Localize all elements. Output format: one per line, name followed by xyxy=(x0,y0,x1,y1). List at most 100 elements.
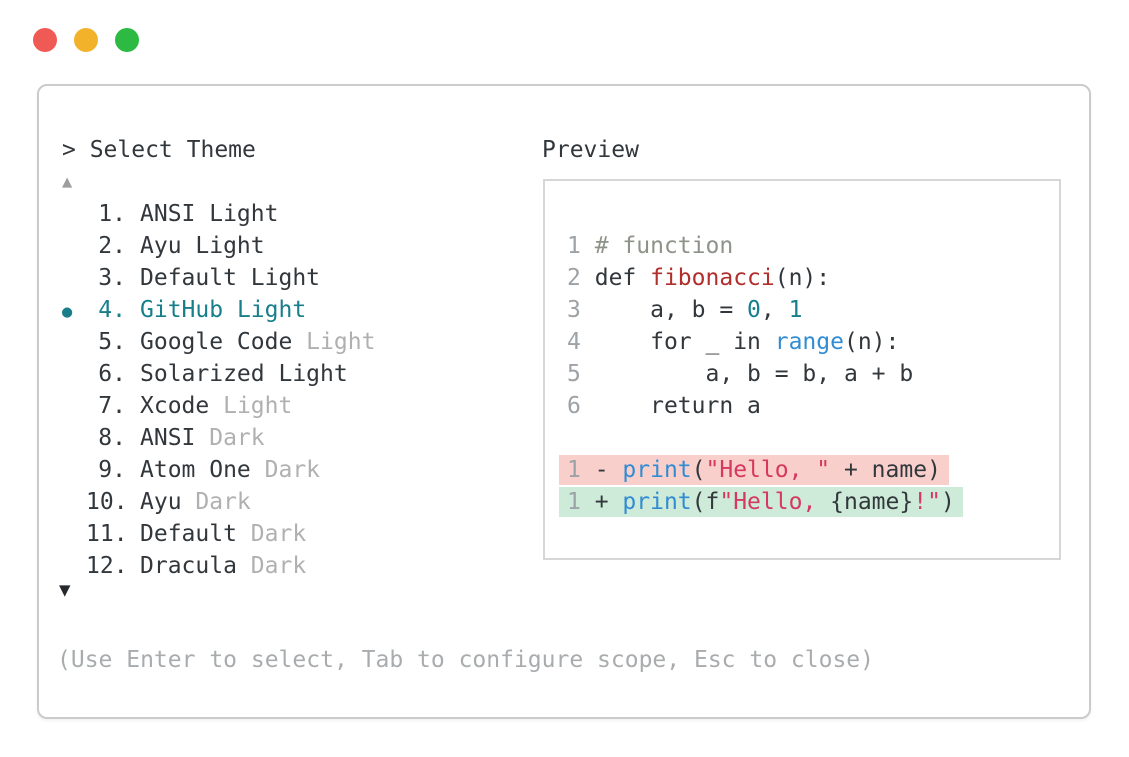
theme-variant: Dark xyxy=(236,553,307,579)
code-token: a, b = b, a + b xyxy=(594,361,914,387)
code-token: + name) xyxy=(830,457,941,483)
theme-name: Solarized xyxy=(140,361,265,387)
theme-variant: Dark xyxy=(195,425,265,451)
line-number: 4 xyxy=(567,329,581,355)
theme-list: 1. ANSI Light 2. Ayu Light 3. Default Light ●4… xyxy=(62,198,375,582)
theme-name: Default xyxy=(140,521,237,547)
footer-hint: (Use Enter to select, Tab to configure s… xyxy=(57,647,874,673)
close-button[interactable] xyxy=(33,28,57,52)
theme-name: ANSI xyxy=(140,201,196,227)
theme-variant: Light xyxy=(264,361,348,387)
code-line: 1 + print(f"Hello, {name}!") xyxy=(559,486,963,518)
theme-number: 10. xyxy=(86,489,128,515)
code-token: "Hello, xyxy=(719,489,831,515)
theme-option[interactable]: 5. Google Code Light xyxy=(62,326,375,358)
code-token: fibonacci xyxy=(650,265,775,291)
theme-name: Dracula xyxy=(140,553,237,579)
theme-number: 7. xyxy=(98,393,126,419)
code-token: print xyxy=(622,489,692,515)
code-token: a, b = xyxy=(594,297,748,323)
code-token: (f xyxy=(691,489,720,515)
line-number: 5 xyxy=(567,361,581,387)
code-token: for _ in xyxy=(594,329,775,355)
code-line xyxy=(567,422,963,454)
code-line-content: 6 return a xyxy=(567,390,761,422)
theme-name: ANSI xyxy=(140,425,196,451)
zoom-button[interactable] xyxy=(115,28,139,52)
code-line: 1 # function xyxy=(567,230,963,262)
theme-option[interactable]: 7.Xcode Light xyxy=(62,390,375,422)
code-token: ( xyxy=(691,457,706,483)
preview-title: Preview xyxy=(542,137,639,163)
scroll-up-icon[interactable]: ▲ xyxy=(62,172,73,192)
theme-option[interactable]: 12. Dracula Dark xyxy=(62,550,375,582)
code-token: range xyxy=(774,329,844,355)
code-line: 4 for _ in range(n): xyxy=(567,326,963,358)
theme-number: 2. xyxy=(98,233,126,259)
code-line: 3 a, b = 0, 1 xyxy=(567,294,963,326)
theme-number: 6. xyxy=(98,361,126,387)
code-line-content: 5 a, b = b, a + b xyxy=(567,358,913,390)
theme-name: Google Code xyxy=(140,329,293,355)
code-line-content: 4 for _ in range(n): xyxy=(567,326,899,358)
scroll-down-icon[interactable]: ▼ xyxy=(59,579,71,601)
theme-number: 8. xyxy=(98,425,126,451)
code-token: ) xyxy=(940,489,955,515)
theme-option[interactable]: 2. Ayu Light xyxy=(62,230,375,262)
code-token: , xyxy=(760,297,789,323)
theme-variant: Light xyxy=(195,201,279,227)
theme-number: 1. xyxy=(98,201,126,227)
theme-option[interactable]: 1. ANSI Light xyxy=(62,198,375,230)
theme-name: Default xyxy=(140,265,237,291)
line-number: 3 xyxy=(567,297,581,323)
theme-variant: Light xyxy=(209,393,293,419)
code-line: 2 def fibonacci(n): xyxy=(567,262,963,294)
theme-option[interactable]: 3. Default Light xyxy=(62,262,375,294)
line-number: 6 xyxy=(567,393,581,419)
code-token: 1 xyxy=(788,297,803,323)
diff-sign: - xyxy=(580,457,623,483)
code-line: 1 - print("Hello, " + name) xyxy=(559,454,963,486)
theme-option[interactable]: 8. ANSI Dark xyxy=(62,422,375,454)
theme-variant: Dark xyxy=(236,521,307,547)
code-line: 5 a, b = b, a + b xyxy=(567,358,963,390)
line-number: 1 xyxy=(567,489,581,515)
theme-variant: Dark xyxy=(250,457,321,483)
theme-variant: Light xyxy=(292,329,376,355)
theme-variant: Light xyxy=(181,233,265,259)
theme-number: 11. xyxy=(86,521,128,547)
code-token: (n): xyxy=(774,265,831,291)
theme-number: 9. xyxy=(98,457,126,483)
theme-number: 3. xyxy=(98,265,126,291)
code-line-content: 1 # function xyxy=(567,230,733,262)
theme-option[interactable]: ●4.GitHub Light xyxy=(62,294,375,326)
code-line-content: 1 - print("Hello, " + name) xyxy=(559,455,949,485)
code-line-content: 1 + print(f"Hello, {name}!") xyxy=(559,487,963,517)
code-token: "Hello, " xyxy=(705,457,831,483)
line-number: 1 xyxy=(567,233,581,259)
theme-option[interactable]: 10.Ayu Dark xyxy=(62,486,375,518)
theme-option[interactable]: 6. Solarized Light xyxy=(62,358,375,390)
minimize-button[interactable] xyxy=(74,28,98,52)
line-number: 1 xyxy=(567,457,581,483)
code-token: print xyxy=(622,457,692,483)
theme-number: 12. xyxy=(86,553,128,579)
code-token: 0 xyxy=(747,297,761,323)
code-token: (n): xyxy=(843,329,900,355)
theme-name: GitHub xyxy=(140,297,224,323)
theme-name: Atom One xyxy=(140,457,251,483)
theme-number: 5. xyxy=(98,329,126,355)
theme-variant: Light xyxy=(236,265,321,291)
code-token: {name} xyxy=(830,489,914,515)
diff-sign: + xyxy=(580,489,623,515)
code-line-content: 2 def fibonacci(n): xyxy=(567,262,830,294)
theme-name: Ayu xyxy=(140,233,182,259)
theme-option[interactable]: 11. Default Dark xyxy=(62,518,375,550)
code-token: !" xyxy=(913,489,941,515)
theme-name: Ayu xyxy=(140,489,182,515)
theme-option[interactable]: 9. Atom One Dark xyxy=(62,454,375,486)
selected-bullet-icon: ● xyxy=(62,302,73,322)
